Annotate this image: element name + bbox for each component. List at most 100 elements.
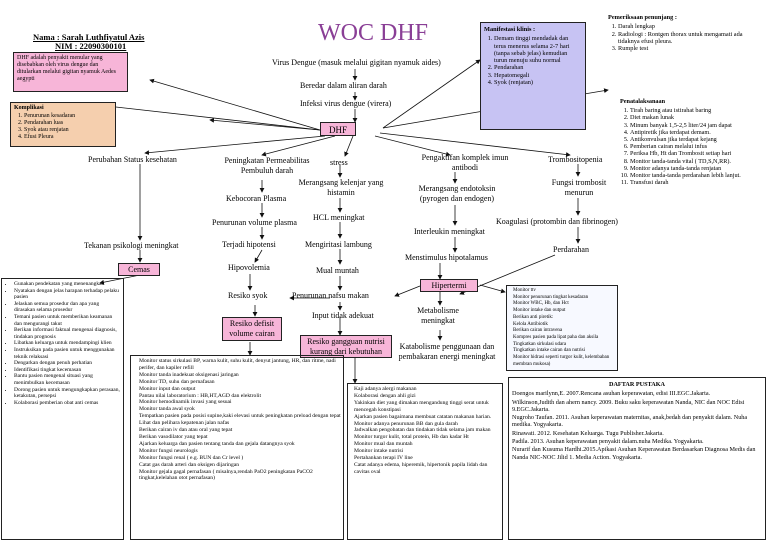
clinical-manifestation-box: Manifestasi klinis : Demam tinggi mendad… [480,22,586,130]
management-item: Antipiretik jika terdapat demam. [630,129,762,136]
node-antigen-label: Pengaktifan komplek imun antibodi [421,153,509,172]
node-nutrition-label: Resiko gangguan nutrisi kurang dari kebu… [307,337,385,356]
node-irritation: Mengiritasi lambung [305,240,372,249]
node-permeability: Peningkatan Permeabilitas Pembuluh darah [222,156,312,176]
clinical-item: Hepatomegali [494,72,582,79]
management-box: Penatalaksanaan Tirah baring atau istira… [620,98,762,288]
node-nausea: Mual muntah [316,266,359,275]
management-item: Monitor tanda-tanda perdarahan lebih lan… [630,172,762,179]
node-virus: Virus Dengue (masuk melalui gigitan nyam… [272,58,441,67]
anxiety-intervention: Berikan informasi faktual mengenai diagn… [14,327,121,340]
complication-item: Efusi Pleura [24,134,112,141]
management-item: Transfusi darah [630,179,762,186]
anxiety-intervention: Dengarkan dengan penuh perhatian [14,360,121,367]
complication-title: Komplikasi [14,105,44,111]
node-permeability-label: Peningkatan Permeabilitas Pembuluh darah [224,156,310,175]
management-item: Periksa Hb, Ht dan Trombosit setiap hari [630,150,762,157]
management-item: Tirah baring atau istirahat baring [630,107,762,114]
hyperthermia-intervention: Monitor penurunan tingkat kesadaran [513,294,589,300]
anxiety-intervention: Instruksikan pada pasien untuk menggunak… [14,347,121,360]
management-item: Minum banyak 1,5-2,5 liter/24 jam dapat [630,122,762,129]
hyperthermia-interventions-box: Monitor ttv Monitor penurunan tingkat ke… [506,285,618,371]
shock-intervention: Monitor tanda awal syok [139,406,195,413]
hyperthermia-intervention: Tingkatkan intake cairan dan nutrisi [513,348,586,354]
node-platelet-label: Fungsi trombosit menurun [551,178,607,197]
clinical-item: Syok (renjatan) [494,79,582,86]
node-catabolism-label: Katabolisme penggunaan dan pembakaran en… [398,342,496,361]
node-infection: Infeksi virus dengue (virera) [300,99,392,108]
node-hypothalamus: Menstimulus hipotalamus [405,253,488,262]
reference-item: Doengos marilynn,E. 2007.Rencana asuhan … [512,390,711,398]
node-interleukin: Interleukin meningkat [414,227,485,236]
nutrition-intervention: Monitor mual dan muntah [354,441,413,448]
references-title: DAFTAR PUSTAKA [609,381,665,388]
node-catabolism: Katabolisme penggunaan dan pembakaran en… [398,342,496,362]
anxiety-intervention: Temani pasien untuk memberikan keamanan … [14,314,121,327]
anxiety-interventions-box: Gunakan pendekatan yang menenangkan Nyat… [1,278,124,540]
hyperthermia-intervention: Kompres pasien pada lipat paha dan aksil… [513,334,599,340]
nutrition-intervention: Monitor intake nutrisi [354,448,404,455]
anxiety-intervention: Nyatakan dengan jelas harapan terhadap p… [14,288,121,301]
anxiety-intervention: Identifikasi tingkat kecemasan [14,367,121,374]
anxiety-intervention: Gunakan pendekatan yang menenangkan [14,281,121,288]
nutrition-intervention: Monitor turgor kulit, total protein, Hb … [354,434,469,441]
anxiety-intervention: Jelaskan semua prosedur dan apa yang dir… [14,301,121,314]
hyperthermia-intervention: Berikan anti piretik: [513,314,554,320]
node-coagulation: Koagulasi (protombin dan fibrinogen) [496,217,618,226]
management-title: Penatalaksanaan [620,98,666,105]
shock-intervention: Monitor status sirkulasi BP, warna kulit… [139,358,336,371]
node-leak: Kebocoran Plasma [226,194,287,203]
management-item: Antikonvulsan jika terdapat kejang [630,136,762,143]
shock-intervention: Berikan vasodilator yang tepat [139,433,208,440]
shock-intervention: Monitor gejala gagal pernafasan ( misaln… [139,468,313,482]
node-psych: Tekanan psikologi meningkat [84,241,179,250]
anxiety-intervention: Bantu pasien mengenal situasi yang menim… [14,373,121,386]
node-bleeding: Perdarahan [553,245,589,254]
clinical-title: Manifestasi klinis : [484,26,536,33]
node-hyperthermia-label: Hipertermi [431,281,467,290]
management-item: Monitor adanya tanda-tanda renjatan [630,165,762,172]
nutrition-intervention: Kaji adanya alergi makanan [354,386,417,392]
node-metabolism: Metabolisme meningkat [408,306,468,326]
node-intake: Input tidak adekuat [312,311,374,320]
nutrition-intervention: Yakinkan diet yang dimakan mengandung ti… [354,399,489,413]
hyperthermia-intervention: Kelola Antibiotik [513,321,548,327]
shock-intervention: Monitor TD, suhu dan pernafasan [139,378,215,385]
exams-item: Darah lengkap [618,23,758,30]
anxiety-intervention: Libatkan keluarga untuk mendampingi klie… [14,340,121,347]
node-acid-label: Merangsang kelenjar yang histamin [298,178,384,197]
complication-item: Syok atau renjatan [24,127,112,134]
reference-item: Rinawati. 2012. Kesehatan Keluarga. Tugu… [512,429,664,437]
node-anxiety-label: Cemas [128,265,150,274]
student-name: Nama : Sarah Luthfiyatul Azis [33,32,145,42]
nutrition-intervention: Kolaborasi dengan ahli gizi [354,392,416,399]
node-dhf-label: DHF [328,125,347,135]
shock-intervention: Tempatkan pasien pada posisi supine,kaki… [139,413,341,420]
node-hcl: HCL meningkat [313,213,365,222]
node-hypotension: Terjadi hipotensi [222,240,276,249]
management-item: Monitor tanda-tanda vital ( TD,S,N,RR). [630,158,762,165]
reference-item: Padila. 2013. Asuhan keperawatan penyaki… [512,438,704,446]
page-title: WOC DHF [318,20,429,46]
exams-title: Pemeriksaan penunjang : [608,14,677,21]
node-metabolism-label: Metabolisme meningkat [417,306,459,325]
complication-item: Penurunan kesadaran [24,113,112,120]
reference-item: Nurarif dan Kusuma Hardhi.2015.Apikasi A… [512,446,756,461]
exams-box: Pemeriksaan penunjang : Darah lengkap Ra… [608,14,758,96]
shock-intervention: Catat gas darah arteri dan oksigen dijar… [139,461,240,468]
node-nutrition-box: Resiko gangguan nutrisi kurang dari kebu… [300,335,392,358]
shock-intervention: Pantau nilai laboratorium : HB,HT,AGD da… [139,392,261,399]
node-hypovolemia: Hipovolemia [228,263,270,272]
complication-box: Komplikasi Penurunan kesadaran Pendaraha… [10,102,116,147]
nutrition-intervention: Pertahankan terapi IV line [354,455,413,462]
node-fluid-risk-label: Resiko defisit volume cairan [229,319,275,338]
node-blood: Beredar dalam aliran darah [300,81,387,90]
node-anxiety-box: Cemas [118,263,160,276]
shock-intervention: Ajarkan keluarga dan pasien tentang tand… [139,440,295,447]
shock-intervention: Berikan cairan iv dan atau oral yang tep… [139,427,233,434]
node-volume: Penurunan volume plasma [212,218,297,227]
shock-intervention: Monitor fungsi renal ( e.g. BUN dan Cr l… [139,454,244,461]
shock-intervention: Monitor fungsi neurologis [139,447,198,454]
student-nim: NIM : 22090300101 [55,41,127,51]
node-endotoxin: Merangsang endotoksin (pyrogen dan endog… [412,184,502,204]
